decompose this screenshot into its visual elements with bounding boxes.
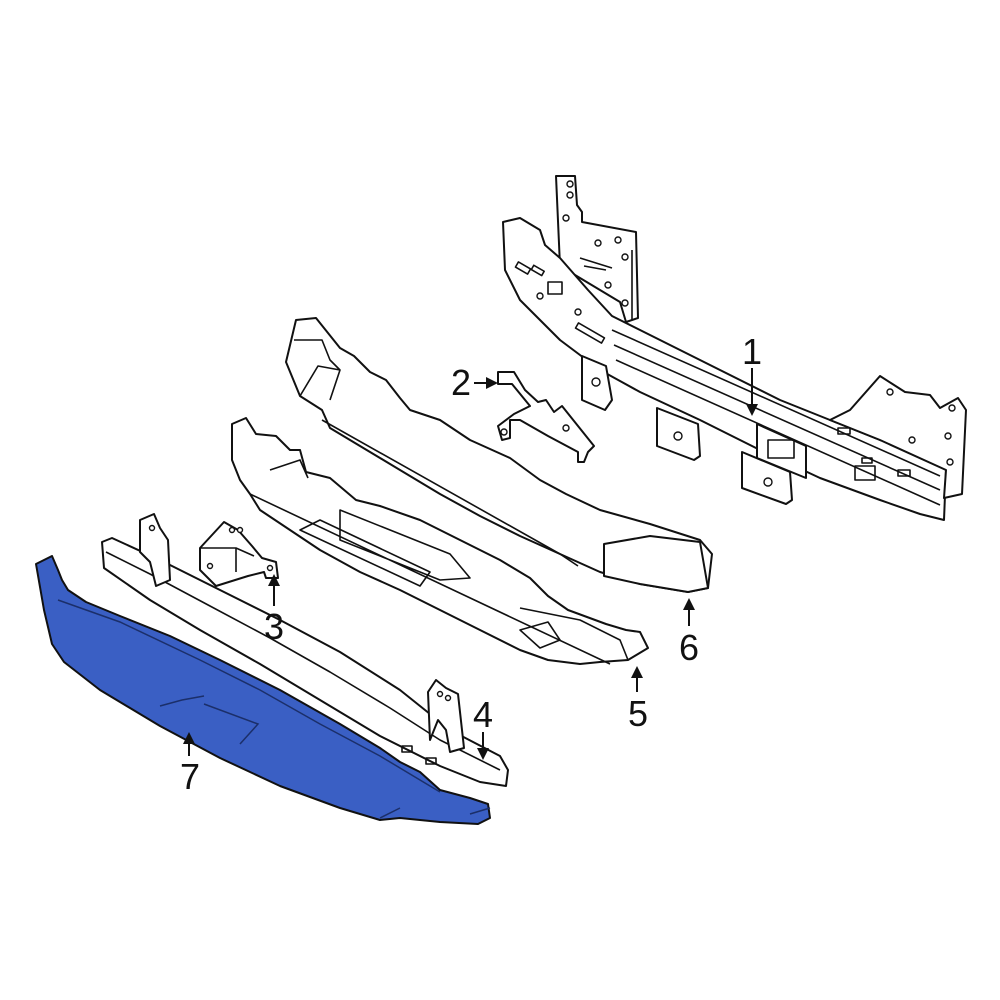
callout-3: 3 xyxy=(263,606,285,647)
part-7-deflector xyxy=(35,555,491,825)
callout-4: 4 xyxy=(472,694,494,735)
callout-7: 7 xyxy=(179,756,201,797)
callout-5: 5 xyxy=(627,693,649,734)
part-4-lower-bar xyxy=(101,513,509,787)
part-5-absorber xyxy=(231,417,649,665)
leader-lines xyxy=(183,368,758,760)
part-1-reinforcement xyxy=(502,175,967,521)
callout-2: 2 xyxy=(450,362,472,403)
part-6-absorber xyxy=(285,317,713,593)
part-2-bracket xyxy=(497,371,595,463)
part-3-bracket xyxy=(199,521,279,587)
callout-1: 1 xyxy=(741,331,763,372)
callout-6: 6 xyxy=(678,627,700,668)
